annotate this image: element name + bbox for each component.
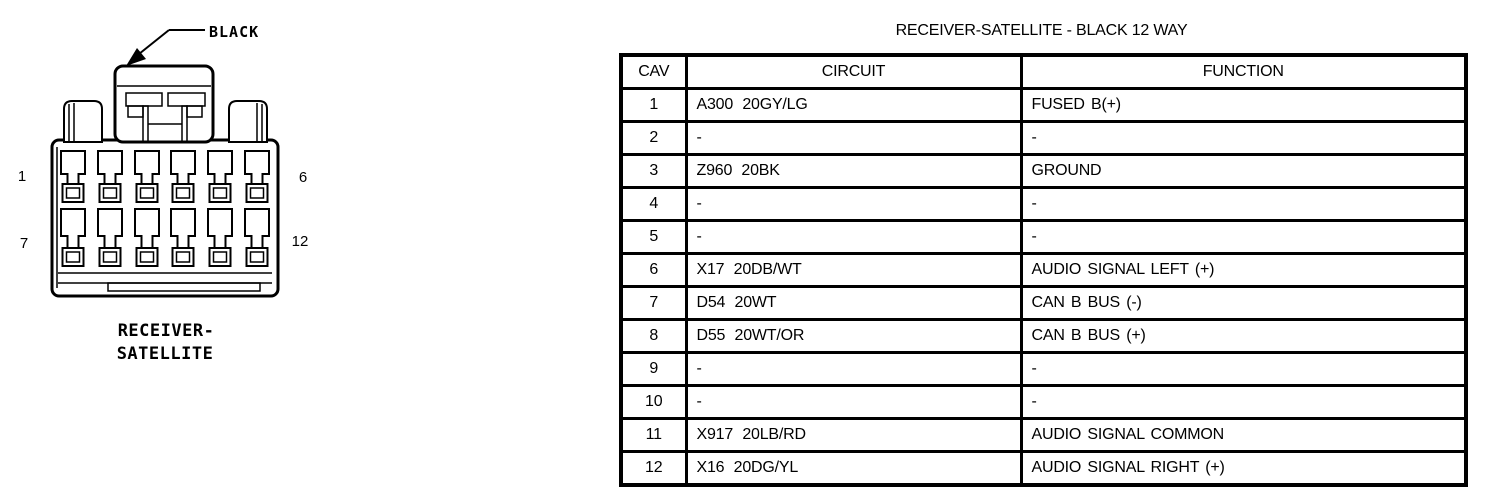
cell-circuit: A300 20GY/LG (684, 87, 1023, 123)
cell-cav: 8 (619, 318, 688, 354)
connector-caption-line1: RECEIVER- (118, 321, 215, 341)
pin-terminal (170, 208, 196, 267)
pin-label-12: 12 (292, 233, 309, 250)
cell-cav: 1 (619, 87, 688, 123)
cell-cav: 3 (619, 153, 688, 189)
cell-circuit: X17 20DB/WT (684, 252, 1023, 288)
cell-function: AUDIO SIGNAL COMMON (1019, 417, 1468, 453)
table-header-row: CAV CIRCUIT FUNCTION (619, 53, 1468, 90)
pin-terminal (207, 208, 233, 267)
pin-terminal (244, 208, 270, 267)
cell-circuit: - (684, 219, 1023, 255)
cell-circuit: - (684, 186, 1023, 222)
cell-cav: 10 (619, 384, 688, 420)
cell-function: - (1019, 120, 1468, 156)
cell-cav: 11 (619, 417, 688, 453)
cell-circuit: D55 20WT/OR (684, 318, 1023, 354)
pin-terminal (170, 150, 196, 203)
header-function: FUNCTION (1019, 53, 1468, 90)
cell-circuit: X917 20LB/RD (684, 417, 1023, 453)
table-row: 10-- (619, 384, 1468, 420)
connector-post-right (228, 100, 268, 143)
pin-terminal (60, 150, 86, 203)
header-cav: CAV (619, 53, 688, 90)
pin-field (60, 150, 270, 267)
cell-function: CAN B BUS (-) (1019, 285, 1468, 321)
cell-circuit: Z960 20BK (684, 153, 1023, 189)
table-title: RECEIVER-SATELLITE - BLACK 12 WAY (895, 22, 1188, 39)
cell-cav: 9 (619, 351, 688, 387)
pin-label-6: 6 (299, 169, 307, 186)
connector-latch (113, 64, 215, 144)
cell-cav: 7 (619, 285, 688, 321)
cell-circuit: - (684, 351, 1023, 387)
cell-function: - (1019, 186, 1468, 222)
cell-cav: 4 (619, 186, 688, 222)
pin-terminal (244, 150, 270, 203)
connector-diagram: BLACK (18, 23, 309, 364)
pin-terminal (134, 150, 160, 203)
pin-terminal (134, 208, 160, 267)
cell-function: - (1019, 219, 1468, 255)
cell-cav: 12 (619, 450, 688, 487)
pin-terminal (207, 150, 233, 203)
cell-function: - (1019, 384, 1468, 420)
cell-function: FUSED B(+) (1019, 87, 1468, 123)
table-row: 4-- (619, 186, 1468, 222)
pin-label-7: 7 (20, 235, 28, 252)
header-circuit: CIRCUIT (684, 53, 1023, 90)
pin-terminal (60, 208, 86, 267)
cell-function: AUDIO SIGNAL RIGHT (+) (1019, 450, 1468, 487)
table-row: 5-- (619, 219, 1468, 255)
cell-cav: 6 (619, 252, 688, 288)
cell-circuit: - (684, 120, 1023, 156)
connector-caption-line2: SATELLITE (117, 344, 214, 364)
cell-circuit: X16 20DG/YL (684, 450, 1023, 487)
callout-arrowhead (126, 48, 146, 66)
black-callout: BLACK (126, 23, 259, 66)
cell-function: GROUND (1019, 153, 1468, 189)
connector-color-label: BLACK (209, 23, 259, 41)
cell-function: AUDIO SIGNAL LEFT (+) (1019, 252, 1468, 288)
cell-circuit: - (684, 384, 1023, 420)
cell-cav: 2 (619, 120, 688, 156)
cell-function: CAN B BUS (+) (1019, 318, 1468, 354)
cell-function: - (1019, 351, 1468, 387)
cell-cav: 5 (619, 219, 688, 255)
cell-circuit: D54 20WT (684, 285, 1023, 321)
table-row: 2-- (619, 120, 1468, 156)
connector-post-left (63, 100, 103, 143)
table-row: 9-- (619, 351, 1468, 387)
pin-label-1: 1 (18, 168, 26, 185)
pin-terminal (97, 150, 123, 203)
pin-terminal (97, 208, 123, 267)
